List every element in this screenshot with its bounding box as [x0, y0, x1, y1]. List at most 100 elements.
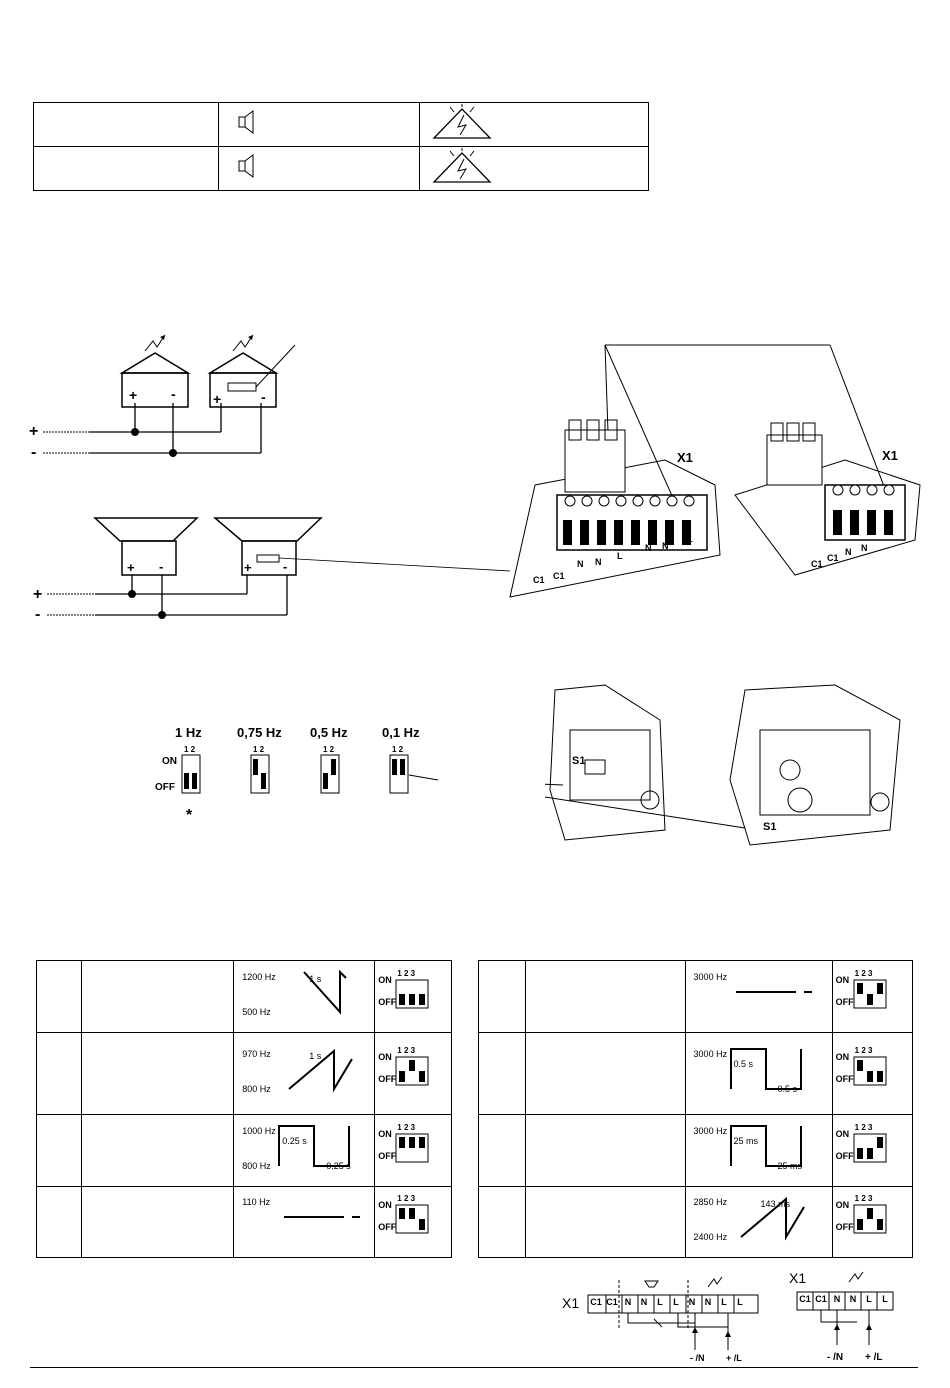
board-x1-label: X1: [677, 450, 693, 465]
symbol-table: [33, 102, 649, 191]
minus-n-label: - /N: [690, 1353, 705, 1363]
switch-numbers: 1 2: [184, 745, 196, 754]
tone-waveform: [278, 1124, 351, 1167]
off-label: OFF: [835, 1222, 854, 1232]
freq-low-label: 500 Hz: [242, 1006, 271, 1017]
tone-waveform: [729, 1047, 802, 1090]
board-terminal-n: N: [645, 543, 652, 553]
terminal-label: N: [833, 1294, 841, 1304]
default-star: *: [186, 807, 193, 824]
terminal-label: N: [688, 1297, 696, 1307]
freq-label: 0,75 Hz: [237, 725, 282, 740]
tone-dip-cell: ON OFF 1 2 3: [374, 1186, 452, 1258]
tone-description-cell: [524, 1114, 686, 1187]
dip-numbers: 1 2 3: [854, 968, 873, 978]
off-label: OFF: [835, 996, 854, 1007]
off-label: OFF: [378, 1150, 397, 1161]
freq-high-label: 2850 Hz: [693, 1197, 728, 1207]
dip-numbers: 1 2 3: [397, 1045, 416, 1055]
on-label: ON: [835, 1200, 850, 1210]
bottom-terminal-strip: - /N + /L: [796, 1271, 894, 1363]
time-label: 0.5 s: [733, 1058, 754, 1069]
symbol-table-cell: [419, 102, 649, 147]
freq-low-label: 800 Hz: [242, 1160, 271, 1171]
time-label: 1 s: [309, 973, 322, 984]
off-label: OFF: [378, 1073, 397, 1084]
tone-number-cell: [478, 1186, 526, 1258]
off-label: OFF: [155, 782, 175, 793]
dip-switch-graphic: [853, 1056, 887, 1085]
freq-low-label: 2400 Hz: [693, 1232, 728, 1242]
terminal-label: N: [849, 1294, 857, 1304]
board-terminal-n: N: [662, 541, 669, 551]
terminal-minus: -: [171, 386, 176, 402]
on-label: ON: [378, 974, 392, 985]
symbol-table-cell: [33, 102, 219, 147]
symbol-table-cell: [33, 146, 219, 191]
housing-illustration: S1 S1: [545, 684, 901, 846]
s1-label: S1: [572, 755, 585, 767]
tone-number-cell: [478, 1114, 526, 1187]
tone-description-cell: [80, 1032, 235, 1115]
page-rule: [30, 1367, 918, 1368]
dip-switch-graphic: [853, 1204, 887, 1234]
board-terminal-n: N: [845, 547, 852, 557]
flash-beacon-icon: [432, 104, 492, 139]
switch-numbers: 1 2: [392, 745, 404, 754]
speaker-icon: [238, 110, 254, 134]
board-terminal-n: N: [595, 557, 602, 567]
terminal-label: C1: [799, 1294, 811, 1304]
terminal-label: C1: [606, 1297, 618, 1307]
tone-number-cell: [36, 960, 82, 1033]
freq-high-label: 3000 Hz: [693, 971, 728, 982]
tone-waveform: [288, 1048, 354, 1093]
tone-dip-cell: ON OFF 1 2 3: [374, 960, 452, 1033]
tone-row: 3000 Hz 0.5 s 0.5 s ON OFF 1 2 3: [478, 1032, 914, 1115]
tone-description-cell: [524, 1032, 686, 1115]
freq-label: 0,1 Hz: [382, 725, 420, 740]
terminal-label: C1: [590, 1297, 602, 1307]
off-label: OFF: [378, 996, 397, 1007]
time-label: 0.5 s: [777, 1083, 798, 1094]
off-label: OFF: [835, 1073, 854, 1084]
terminal-board-illustration: X1 C1 C1 N N L N N L X1 C1 C1 N N: [509, 344, 921, 598]
off-label: OFF: [378, 1222, 397, 1232]
tone-waveform: [729, 1124, 802, 1167]
terminal-label: L: [882, 1294, 888, 1304]
freq-high-label: 3000 Hz: [693, 1125, 728, 1136]
off-label: OFF: [835, 1150, 854, 1161]
tone-dip-cell: ON OFF 1 2 3: [831, 1114, 914, 1187]
dip-switch-graphic: [853, 979, 887, 1008]
tone-dip-cell: ON OFF 1 2 3: [831, 1032, 914, 1115]
tone-waveform: [735, 990, 812, 993]
supply-plus: +: [33, 586, 42, 603]
tone-dip-cell: ON OFF 1 2 3: [374, 1114, 452, 1187]
freq-high-label: 3000 Hz: [693, 1048, 728, 1059]
plus-l-label: + /L: [726, 1353, 742, 1363]
terminal-plus: +: [129, 387, 137, 403]
dip-switch-graphic: [395, 1133, 429, 1162]
on-label: ON: [835, 974, 850, 985]
board-terminal-c1: C1: [827, 553, 839, 563]
terminal-label: N: [640, 1297, 648, 1307]
tone-waveform-cell: 3000 Hz 0.5 s 0.5 s: [684, 1032, 833, 1115]
dip-numbers: 1 2 3: [397, 1194, 416, 1203]
tone-waveform: [284, 1216, 361, 1218]
flash-beacon-icon: [432, 148, 492, 183]
tone-dip-cell: ON OFF 1 2 3: [831, 1186, 914, 1258]
x1-label: X1: [789, 1270, 807, 1286]
tone-row: 110 Hz ON OFF 1 2 3: [36, 1186, 452, 1258]
speaker-icon: [238, 154, 254, 178]
board-terminal-c1: C1: [533, 575, 545, 585]
tone-waveform: [303, 969, 347, 1015]
freq-label: 1 Hz: [175, 725, 202, 740]
board-terminal-c1: C1: [553, 571, 565, 581]
on-label: ON: [378, 1128, 392, 1139]
